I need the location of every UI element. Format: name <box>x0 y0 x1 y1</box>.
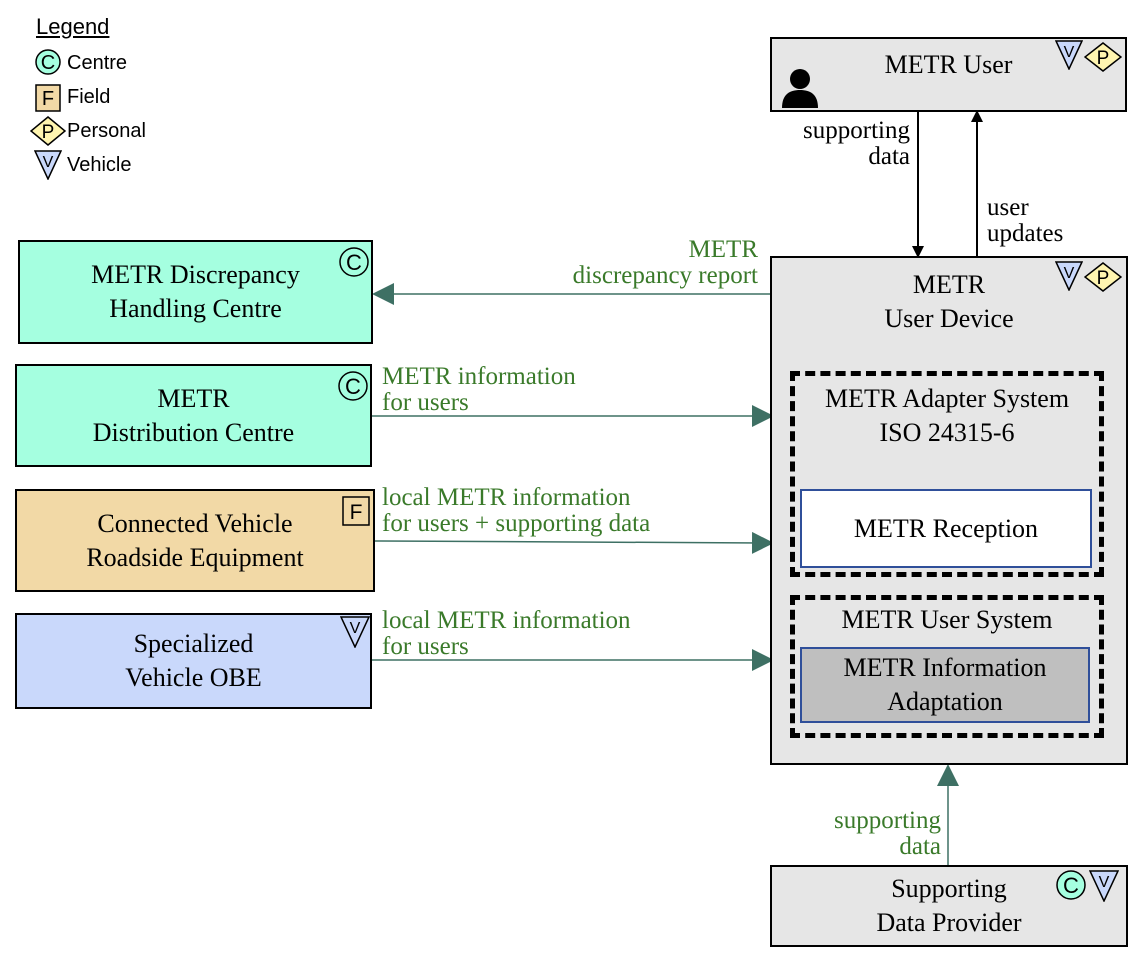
svg-text:V: V <box>1099 874 1110 891</box>
legend-label-vehicle: Vehicle <box>67 154 132 176</box>
personal-icon: P <box>1084 42 1122 72</box>
personal-icon: P <box>1084 262 1122 292</box>
field-icon: F <box>35 84 61 112</box>
vehicle-icon: V <box>34 150 62 180</box>
svg-text:P: P <box>1097 48 1110 69</box>
centre-icon: C <box>339 247 369 277</box>
person-silhouette-icon <box>782 69 818 108</box>
flow-user-supporting-label: supporting data <box>803 117 910 170</box>
flow-discrepancy-label: METR discrepancy report <box>572 236 758 289</box>
field-icon: F <box>342 496 370 526</box>
legend-label-centre: Centre <box>67 52 128 74</box>
info-adaptation-box: METR Information Adaptation <box>800 647 1090 723</box>
reception-box: METR Reception <box>800 489 1092 568</box>
legend-title: Legend <box>36 14 110 39</box>
flow-local-users-label: local METR information for users <box>382 607 631 660</box>
cv-roadside-box: Connected Vehicle Roadside Equipment <box>15 489 375 592</box>
metr-user-box: METR User <box>770 37 1127 112</box>
user-system-title: METR User System <box>841 605 1053 634</box>
vehicle-icon: V <box>1055 261 1083 291</box>
vehicle-icon: V <box>1089 870 1119 902</box>
personal-icon: P <box>30 116 66 146</box>
svg-text:F: F <box>350 501 363 524</box>
svg-text:P: P <box>42 122 55 143</box>
adapter-system-container <box>790 371 1104 577</box>
flow-info-users-label: METR information for users <box>382 363 576 416</box>
flow-provider-label: supporting data <box>834 807 941 860</box>
svg-text:V: V <box>43 154 54 171</box>
centre-icon: C <box>35 49 61 75</box>
discrepancy-centre-box: METR Discrepancy Handling Centre <box>18 240 373 344</box>
centre-icon: C <box>1056 870 1086 900</box>
svg-text:C: C <box>1063 873 1079 898</box>
svg-text:V: V <box>1064 44 1075 61</box>
legend-label-field: Field <box>67 86 111 108</box>
svg-text:F: F <box>42 88 54 110</box>
svg-text:V: V <box>350 620 361 637</box>
centre-icon: C <box>338 371 368 401</box>
flow-local-support-label: local METR information for users + suppo… <box>382 484 651 537</box>
svg-text:P: P <box>1097 268 1110 289</box>
svg-text:C: C <box>345 374 361 399</box>
metr-user-title: METR User <box>884 50 1013 79</box>
vehicle-icon: V <box>340 616 370 648</box>
adapter-system-title: METR Adapter System ISO 24315-6 <box>824 384 1070 447</box>
user-system-container <box>790 595 1104 738</box>
svg-text:C: C <box>41 52 55 74</box>
svg-text:V: V <box>1064 265 1075 282</box>
vehicle-obe-box: Specialized Vehicle OBE <box>15 613 372 709</box>
legend-label-personal: Personal <box>67 120 146 142</box>
vehicle-icon: V <box>1055 40 1083 70</box>
flow-local-support-line <box>374 531 774 554</box>
distribution-centre-box: METR Distribution Centre <box>15 364 372 467</box>
flow-user-updates-label: user updates <box>987 194 1064 247</box>
svg-text:C: C <box>346 250 362 275</box>
